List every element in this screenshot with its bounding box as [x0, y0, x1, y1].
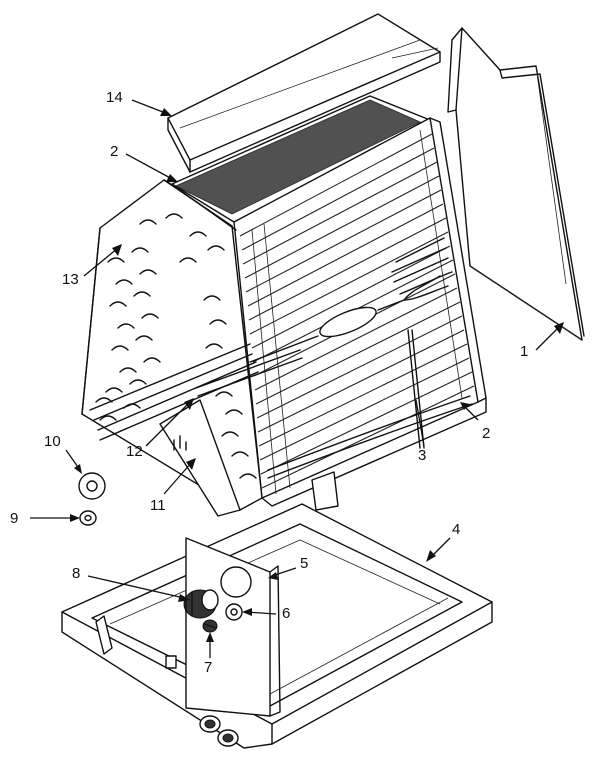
callout-6: 6: [282, 605, 291, 622]
side-panel: [447, 27, 585, 341]
callout-2-right: 2: [482, 425, 491, 442]
callout-3: 3: [418, 447, 427, 464]
callout-1: 1: [520, 343, 529, 360]
small-washer: [79, 510, 97, 526]
callout-8: 8: [72, 565, 81, 582]
top-baffle-plate: [167, 13, 441, 173]
callout-13: 13: [62, 271, 79, 288]
callout-14: 14: [106, 89, 123, 106]
service-fitting: [183, 589, 219, 619]
coil-stand-post: [311, 471, 339, 511]
callout-10: 10: [44, 433, 61, 450]
callout-11: 11: [150, 497, 166, 514]
callout-2-top: 2: [110, 143, 119, 160]
connection-panel: [185, 537, 281, 747]
callout-12: 12: [126, 443, 143, 460]
callout-7: 7: [204, 659, 213, 676]
callout-5: 5: [300, 555, 309, 572]
panel-gasket: [225, 603, 243, 621]
callout-9: 9: [10, 510, 19, 527]
drain-pan-base: [61, 503, 493, 749]
refrigerant-tubes: [89, 343, 303, 441]
callout-4: 4: [452, 521, 461, 538]
drip-plate: [159, 399, 241, 517]
distributor-assembly: [249, 237, 473, 479]
return-bends: [95, 213, 257, 479]
valve-core: [202, 619, 218, 633]
leader-lines: [30, 99, 564, 658]
large-washer: [78, 472, 106, 500]
